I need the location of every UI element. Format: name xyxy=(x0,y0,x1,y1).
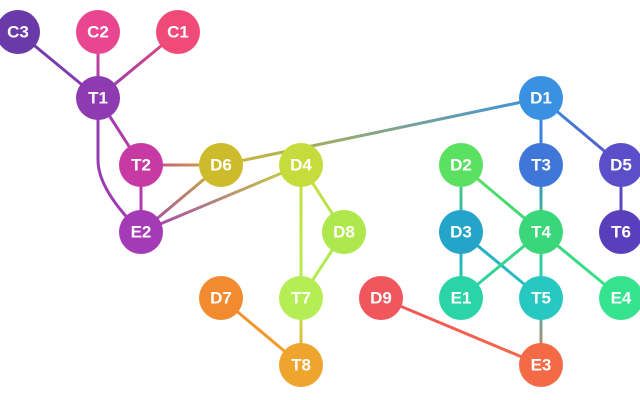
node-d6[interactable]: D6 xyxy=(199,143,243,187)
node-label-t5: T5 xyxy=(531,289,551,308)
node-d4[interactable]: D4 xyxy=(279,143,323,187)
node-label-e1: E1 xyxy=(451,289,472,308)
node-circle-e1[interactable] xyxy=(439,276,483,320)
node-circle-t5[interactable] xyxy=(519,276,563,320)
node-circle-d4[interactable] xyxy=(279,143,323,187)
edge-d9-e3 xyxy=(379,296,543,367)
node-label-d8: D8 xyxy=(333,223,355,242)
node-label-e2: E2 xyxy=(131,223,152,242)
node-circle-e4[interactable] xyxy=(599,276,640,320)
node-circle-t7[interactable] xyxy=(279,276,323,320)
node-d3[interactable]: D3 xyxy=(439,210,483,254)
node-label-d6: D6 xyxy=(210,156,232,175)
node-t2[interactable]: T2 xyxy=(119,143,163,187)
node-label-d4: D4 xyxy=(290,156,312,175)
node-label-d1: D1 xyxy=(530,89,552,108)
node-d9[interactable]: D9 xyxy=(359,276,403,320)
node-circle-c2[interactable] xyxy=(76,10,120,54)
node-d7[interactable]: D7 xyxy=(199,276,243,320)
node-label-d3: D3 xyxy=(450,223,472,242)
node-label-c2: C2 xyxy=(87,23,109,42)
edge-d4-e2 xyxy=(139,163,303,234)
node-circle-t8[interactable] xyxy=(279,343,323,387)
node-label-t2: T2 xyxy=(131,156,151,175)
node-e2[interactable]: E2 xyxy=(119,210,163,254)
node-circle-t2[interactable] xyxy=(119,143,163,187)
node-label-t1: T1 xyxy=(88,89,108,108)
node-t5[interactable]: T5 xyxy=(519,276,563,320)
node-t1[interactable]: T1 xyxy=(76,76,120,120)
node-label-t7: T7 xyxy=(291,289,311,308)
node-label-t3: T3 xyxy=(531,156,551,175)
node-label-t6: T6 xyxy=(611,223,631,242)
node-label-t4: T4 xyxy=(531,223,551,242)
node-e1[interactable]: E1 xyxy=(439,276,483,320)
node-label-d5: D5 xyxy=(610,156,632,175)
node-circle-d3[interactable] xyxy=(439,210,483,254)
node-circle-d9[interactable] xyxy=(359,276,403,320)
node-c2[interactable]: C2 xyxy=(76,10,120,54)
node-circle-t4[interactable] xyxy=(519,210,563,254)
node-circle-e3[interactable] xyxy=(519,343,563,387)
node-t6[interactable]: T6 xyxy=(599,210,640,254)
node-circle-c1[interactable] xyxy=(156,10,200,54)
node-label-t8: T8 xyxy=(291,356,311,375)
node-circle-d5[interactable] xyxy=(599,143,640,187)
node-circle-t6[interactable] xyxy=(599,210,640,254)
edge-d6-d1 xyxy=(219,96,543,167)
node-label-d2: D2 xyxy=(450,156,472,175)
node-d8[interactable]: D8 xyxy=(322,210,366,254)
node-t4[interactable]: T4 xyxy=(519,210,563,254)
node-label-c3: C3 xyxy=(7,23,29,42)
node-circle-d6[interactable] xyxy=(199,143,243,187)
node-t8[interactable]: T8 xyxy=(279,343,323,387)
node-circle-t3[interactable] xyxy=(519,143,563,187)
node-label-e4: E4 xyxy=(611,289,632,308)
node-c1[interactable]: C1 xyxy=(156,10,200,54)
node-e4[interactable]: E4 xyxy=(599,276,640,320)
node-d1[interactable]: D1 xyxy=(519,76,563,120)
node-circle-d8[interactable] xyxy=(322,210,366,254)
node-e3[interactable]: E3 xyxy=(519,343,563,387)
node-d2[interactable]: D2 xyxy=(439,143,483,187)
node-d5[interactable]: D5 xyxy=(599,143,640,187)
node-circle-t1[interactable] xyxy=(76,76,120,120)
node-circle-d1[interactable] xyxy=(519,76,563,120)
node-t7[interactable]: T7 xyxy=(279,276,323,320)
node-circle-d2[interactable] xyxy=(439,143,483,187)
node-circle-c3[interactable] xyxy=(0,10,40,54)
node-c3[interactable]: C3 xyxy=(0,10,40,54)
node-circle-e2[interactable] xyxy=(119,210,163,254)
node-label-c1: C1 xyxy=(167,23,189,42)
node-circle-d7[interactable] xyxy=(199,276,243,320)
node-label-d9: D9 xyxy=(370,289,392,308)
node-label-e3: E3 xyxy=(531,356,552,375)
node-t3[interactable]: T3 xyxy=(519,143,563,187)
node-label-d7: D7 xyxy=(210,289,232,308)
